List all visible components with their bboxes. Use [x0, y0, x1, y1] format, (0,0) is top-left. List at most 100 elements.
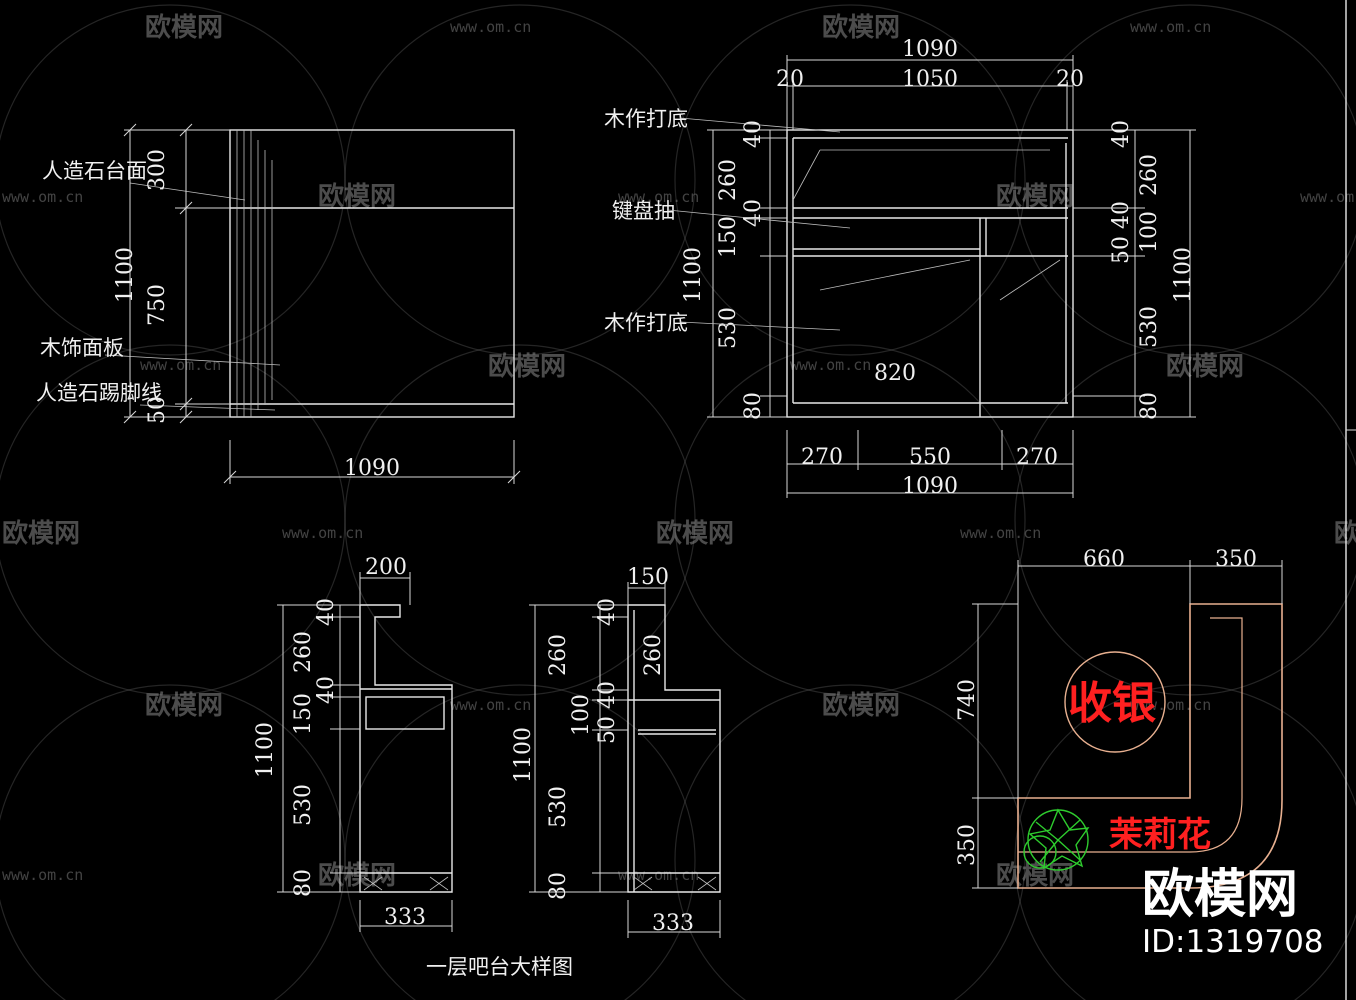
wm-brand: 欧模网 — [1166, 351, 1244, 382]
wm-brand: 欧模网 — [1334, 518, 1356, 549]
wm-brand: 欧模网 — [822, 690, 900, 721]
view2-bottom-seg: 550 — [909, 445, 951, 470]
view4-bottom-dim: 333 — [652, 911, 694, 936]
view2-right-overall: 1100 — [1171, 247, 1196, 303]
wm-url: www.om.cn — [2, 188, 83, 206]
wm-url: www.om.cn — [2, 866, 83, 884]
wm-url: www.om.cn — [450, 18, 531, 36]
view1-outline — [229, 129, 515, 418]
wm-brand: 欧模网 — [145, 690, 223, 721]
view3-left-dim: 80 — [291, 869, 316, 897]
view2-bottom-seg: 270 — [1016, 445, 1058, 470]
wm-brand: 欧模网 — [318, 181, 396, 212]
view2-top-seg-mid: 1050 — [902, 67, 958, 92]
view2-left-dim: 40 — [741, 199, 766, 227]
cashier-circle — [1064, 651, 1166, 753]
view4-top-dim: 150 — [627, 565, 669, 590]
view2-right-dim: 40 — [1109, 120, 1134, 148]
view2-top-seg-right: 20 — [1056, 67, 1084, 92]
view1-dim-300: 300 — [145, 149, 170, 191]
view3-left-dim: 150 — [291, 693, 316, 735]
drawing-title: 一层吧台大样图 — [426, 955, 573, 979]
label-keyboard-drawer: 键盘抽 — [612, 199, 675, 223]
wm-brand: 欧模网 — [145, 12, 223, 43]
view1-dim-750: 750 — [145, 284, 170, 326]
view2-top-seg-left: 20 — [776, 67, 804, 92]
label-stone-top: 人造石台面 — [42, 159, 147, 183]
view1-elevation: 300 750 50 1100 1090 人造石台面 木饰面板 人造石踢脚线 — [36, 123, 521, 484]
view4-left-dim: 260 — [546, 634, 571, 676]
view1-overall-height: 1100 — [113, 247, 138, 303]
view2-left-dim: 150 — [716, 216, 741, 258]
view1-width: 1090 — [344, 456, 400, 481]
view4-section: 150 260 40 260 40 50 100 530 80 1100 333 — [511, 565, 721, 938]
view3-left-dim: 40 — [314, 676, 339, 704]
view3-section: 200 40 260 40 150 530 80 1100 333 — [253, 555, 453, 932]
view3-left-dim: 530 — [291, 784, 316, 826]
view2-right-dim: 530 — [1137, 306, 1162, 348]
view1-dim-50: 50 — [145, 396, 170, 424]
plan-top-dim: 350 — [1215, 547, 1257, 572]
wm-brand: 欧模网 — [656, 518, 734, 549]
wm-brand: 欧模网 — [488, 351, 566, 382]
watermark-texts: 欧模网 www.om.cn 欧模网 www.om.cn www.om.cn 欧模… — [2, 12, 1356, 891]
plant-icon — [1023, 808, 1090, 871]
plan-top-dim: 660 — [1083, 547, 1125, 572]
view2-bottom-seg: 270 — [801, 445, 843, 470]
counter-outline — [1017, 603, 1283, 889]
wm-url: www.om.cn — [1130, 18, 1211, 36]
view2-left-dim: 530 — [716, 307, 741, 349]
view2-bottom-total: 1090 — [902, 474, 958, 499]
watermark-logo: 欧模网 — [1142, 865, 1298, 925]
view4-left-dim: 80 — [546, 872, 571, 900]
wm-url: www.om.cn — [960, 524, 1041, 542]
wm-url: www.om.cn — [140, 356, 221, 374]
view2-left-dim: 260 — [716, 159, 741, 201]
cashier-label: 收银 — [1068, 678, 1156, 729]
view2-inner-dim: 820 — [874, 361, 916, 386]
view4-left-dim: 40 — [595, 598, 620, 626]
view2-top-total: 1090 — [902, 37, 958, 62]
wm-url: www.om.cn — [618, 188, 699, 206]
view4-left-dim: 530 — [546, 786, 571, 828]
label-wood-base-bottom: 木作打底 — [604, 311, 688, 335]
view3-left-dim: 40 — [314, 598, 339, 626]
view4-left-dim: 100 — [569, 694, 594, 736]
plant-label: 茉莉花 — [1109, 815, 1211, 855]
view2-right-dim: 40 — [1109, 201, 1134, 229]
view2-right-dim: 100 — [1137, 211, 1162, 253]
wm-url: www.om.cn — [1130, 696, 1211, 714]
view4-left-dim: 40 — [595, 681, 620, 709]
wm-brand: 欧模网 — [996, 181, 1074, 212]
wm-brand: 欧模网 — [822, 12, 900, 43]
view2-right-dim: 260 — [1137, 154, 1162, 196]
label-wood-base-top: 木作打底 — [604, 107, 688, 131]
wm-url: www.om.cn — [282, 524, 363, 542]
view3-top-dim: 200 — [365, 555, 407, 580]
wm-brand: 欧模网 — [2, 518, 80, 549]
plan-left-dim: 740 — [955, 679, 980, 721]
wm-brand: 欧模网 — [318, 860, 396, 891]
view2-outline — [786, 129, 1074, 418]
wm-url: www.om.cn — [790, 356, 871, 374]
view3-bottom-dim: 333 — [384, 905, 426, 930]
view2-left-dim: 80 — [741, 392, 766, 420]
wm-brand: 欧模网 — [996, 860, 1074, 891]
wm-url: www.om.cn — [618, 866, 699, 884]
view3-left-dim: 260 — [291, 631, 316, 673]
view3-overall: 1100 — [253, 722, 278, 778]
plan-left-dim: 350 — [955, 824, 980, 866]
view4-inner-dim: 260 — [641, 634, 666, 676]
view2-elevation: 1090 20 1050 20 40 260 40 150 530 80 110… — [604, 37, 1196, 499]
view4-left-dim: 50 — [595, 716, 620, 744]
label-wood-panel: 木饰面板 — [40, 336, 124, 360]
watermark-id: ID:1319708 — [1142, 924, 1324, 960]
view2-right-dim: 80 — [1137, 392, 1162, 420]
view4-overall: 1100 — [511, 727, 536, 783]
wm-url: www.om.cn — [450, 696, 531, 714]
label-stone-skirting: 人造石踢脚线 — [36, 381, 162, 405]
wm-url: www.om.cn — [1300, 188, 1356, 206]
view2-left-overall: 1100 — [681, 247, 706, 303]
plan-view: 收银 茉莉花 660 350 740 350 — [955, 547, 1283, 889]
